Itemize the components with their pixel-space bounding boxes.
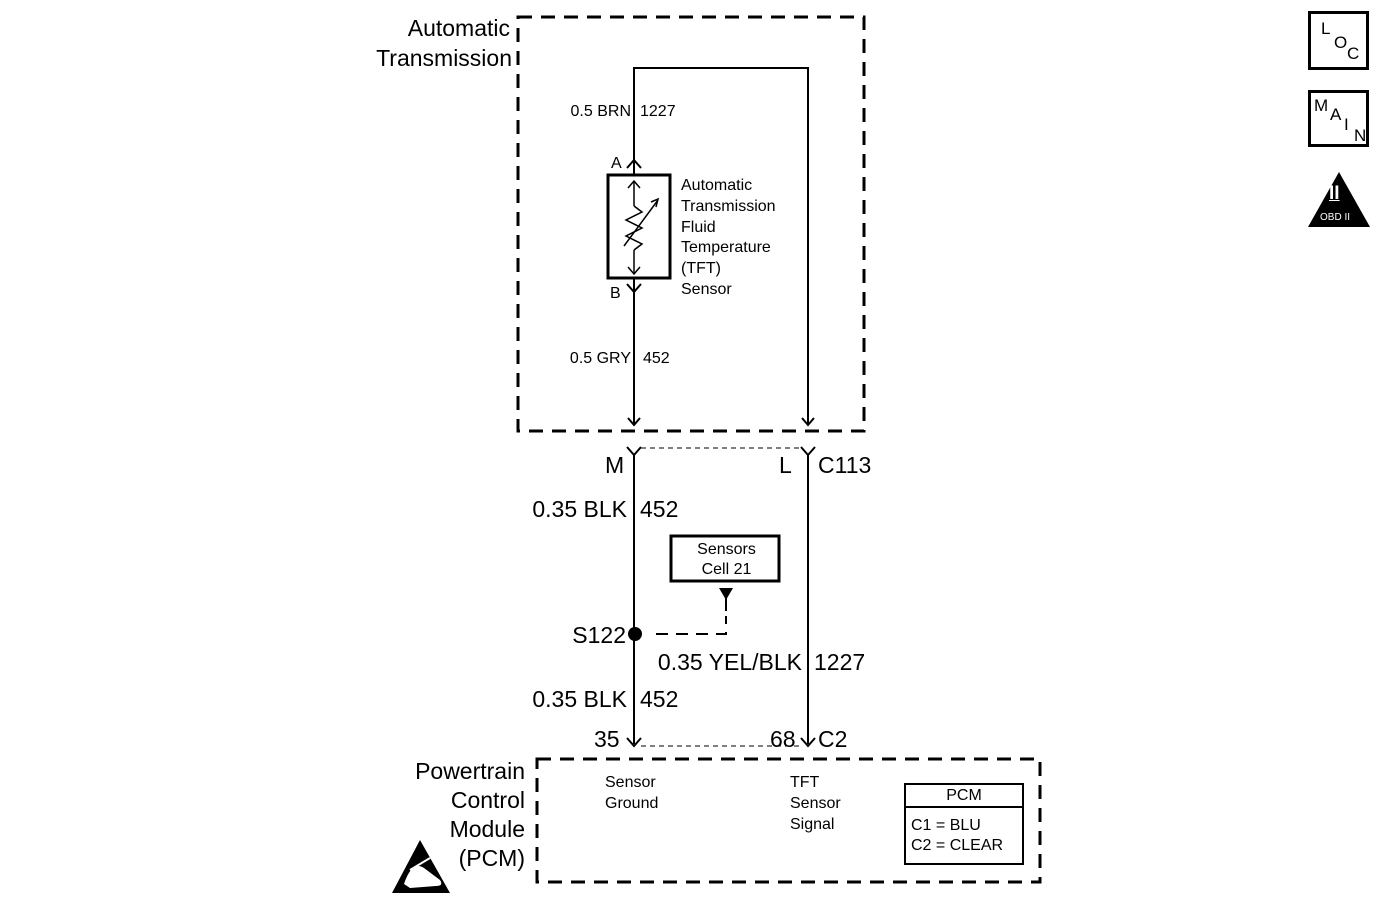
sensors-cell-ref-box xyxy=(669,534,781,583)
pin-a-label: A xyxy=(611,155,622,172)
sensor-ground-label: Sensor Ground xyxy=(605,774,659,812)
obd-ii-text: OBD II xyxy=(1320,212,1351,223)
main-icon-i: I xyxy=(1344,115,1349,134)
transmission-title-line1: Automatic xyxy=(407,15,510,41)
c113-pin-l-label: L xyxy=(779,452,792,478)
main-icon-n: N xyxy=(1354,126,1367,145)
wire-right-circuit: 1227 xyxy=(814,649,866,675)
main-icon[interactable]: M A I N xyxy=(1308,90,1369,147)
thermistor-icon xyxy=(624,205,644,251)
tft-sensor-label: Automatic Transmission Fluid Temperature… xyxy=(681,177,776,298)
loc-icon-c: C xyxy=(1347,44,1360,63)
wire-left-lower-gauge-color: 0.35 BLK xyxy=(532,686,627,712)
main-icon-a: A xyxy=(1330,105,1342,124)
c113-pin-l xyxy=(800,446,816,457)
loc-icon[interactable]: L O C xyxy=(1308,11,1369,70)
pcm-enclosure xyxy=(535,757,1042,884)
splice-s122-dot xyxy=(628,627,642,641)
ref-arrow-icon xyxy=(719,588,733,600)
wire-bottom-circuit: 452 xyxy=(643,350,670,367)
esd-hand-icon xyxy=(392,840,450,893)
main-icon-m: M xyxy=(1314,96,1329,115)
transmission-enclosure xyxy=(516,15,866,433)
loc-icon-l: L xyxy=(1321,19,1331,38)
obd-ii-icon xyxy=(1308,172,1370,227)
pcm-legend-c2: C2 = CLEAR xyxy=(911,837,1004,854)
pin-b-label: B xyxy=(610,285,621,302)
pcm-legend-box xyxy=(904,783,1024,865)
sensors-cell-ref-label: Sensors Cell 21 xyxy=(697,541,756,578)
obd-ii-numeral[interactable]: II xyxy=(1329,183,1340,204)
tft-sensor-signal-label: TFT Sensor Signal xyxy=(790,774,841,833)
wire-left-lower-circuit: 452 xyxy=(640,686,679,712)
pcm-pin-68 xyxy=(800,737,816,748)
pcm-legend-c1: C1 = BLU xyxy=(911,817,981,834)
pcm-pin-35-label: 35 xyxy=(594,726,620,752)
c113-pin-m-label: M xyxy=(605,452,625,478)
pcm-title: Powertrain Control Module (PCM) xyxy=(415,758,525,871)
pcm-connector-label: C2 xyxy=(818,726,848,752)
wire-top-gauge-color: 0.5 BRN xyxy=(570,103,631,120)
wire-left-upper-gauge-color: 0.35 BLK xyxy=(532,496,627,522)
loc-icon-o: O xyxy=(1334,33,1348,52)
splice-s122-label: S122 xyxy=(572,622,626,648)
pcm-pin-68-label: 68 xyxy=(770,726,796,752)
c113-pin-m xyxy=(626,446,642,457)
wire-top-circuit: 1227 xyxy=(640,103,676,120)
transmission-title-line2: Transmission xyxy=(376,45,512,71)
wire-left-upper-circuit: 452 xyxy=(640,496,679,522)
wire-brn-1227 xyxy=(633,67,809,425)
c113-connector-label: C113 xyxy=(818,452,872,478)
pcm-pin-35 xyxy=(626,737,642,748)
pcm-legend-title: PCM xyxy=(946,787,982,804)
wire-bottom-gauge-color: 0.5 GRY xyxy=(569,350,631,367)
wire-right-gauge-color: 0.35 YEL/BLK xyxy=(657,649,802,675)
